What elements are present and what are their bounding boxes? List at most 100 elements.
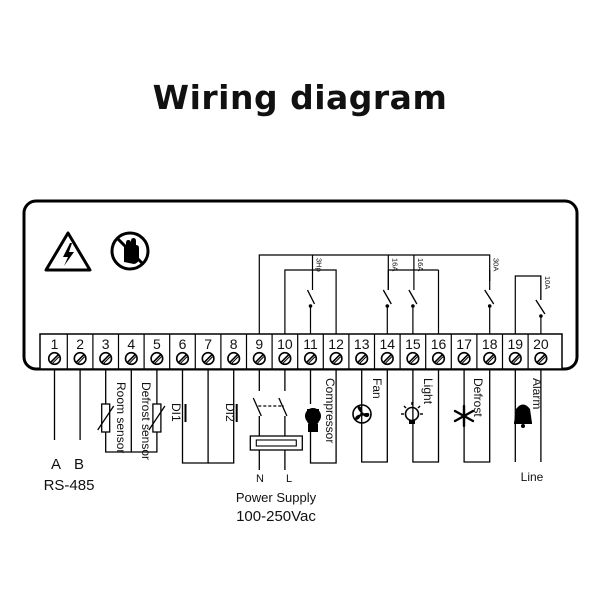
electric-hazard-icon [44,231,92,272]
alarm-label: Alarm [530,378,544,409]
di2-label: DI2 [223,403,237,422]
screw-slot [435,356,444,365]
terminal-12: 12 [322,334,344,369]
terminal-number: 19 [508,336,524,352]
terminal-11: 11 [297,334,318,369]
screw-slot [382,354,392,363]
relay-rating: 3Hp [315,258,324,272]
terminal-14: 14 [373,334,396,369]
common-bus [258,254,491,334]
terminal-number: 6 [179,336,187,352]
fan-icon [352,404,372,424]
screw-slot [204,356,214,365]
relay-rating: 16A [390,258,399,271]
terminal-number: 15 [405,336,421,352]
screw-slot [76,356,86,365]
terminal-19: 19 [501,334,524,369]
terminal-number: 8 [230,336,238,352]
screw-slot [536,354,546,363]
screw-slot [75,354,85,363]
power-voltage-label: 100-250Vac [236,508,316,525]
thermistor-slash [97,405,115,431]
screw-slot [203,354,213,363]
screw-slot [357,354,367,363]
compressor-icon [305,408,321,432]
contact-arm [306,289,316,305]
no-touch-icon [110,231,150,271]
compressor-label: Compressor [323,378,337,443]
di2-loop [208,369,235,464]
power-switch-arm [278,397,288,417]
bell-icon [514,404,532,428]
power-l-label: L [286,473,292,485]
relay-rating: 16A [416,258,425,271]
contact-arm [535,299,546,315]
compressor-wire [309,369,337,464]
terminal-4: 4 [117,334,138,369]
relay-contact-4: 30A [484,258,501,334]
terminal-number: 16 [431,336,447,352]
screw-slot [101,354,111,363]
screw-slot [486,356,495,365]
relay-rating: 10A [543,276,552,289]
terminal-number: 14 [380,336,396,352]
contact-arm [408,289,418,305]
terminal-5: 5 [143,334,164,369]
screw-slot [254,354,264,363]
screw-slot [537,356,546,365]
screw-slot [459,354,469,363]
page-title: Wiring diagram [152,78,448,117]
defrost-sensor-loop [131,369,158,453]
terminal-number: 3 [102,336,110,352]
power-supply-label: Power Supply [236,490,317,505]
terminal-number: 4 [127,336,135,352]
terminal-number: 1 [51,336,59,352]
di1-loop [181,369,209,464]
alarm-relay-common [514,275,542,334]
screw-slot [510,354,520,363]
terminal-17: 17 [450,334,472,369]
screw-slot [51,356,60,365]
screw-slot [152,354,162,363]
terminal-number: 5 [153,336,161,352]
thermistor-slash [148,405,166,431]
terminal-number: 13 [354,336,370,352]
terminal-number: 2 [76,336,84,352]
screw-slot [50,354,59,363]
terminal-2: 2 [66,334,87,369]
screw-slot [408,354,418,363]
terminal-16: 16 [425,334,447,369]
external-wiring [53,369,542,470]
terminal-number: 7 [204,336,212,352]
room-sensor-label: Room sensor [114,382,128,453]
terminal-6: 6 [169,334,190,369]
terminal-number: 10 [277,336,293,352]
power-n-label: N [256,473,264,485]
screw-slot [126,354,136,363]
power-fuse [255,439,297,447]
relay-contact-2: 16A [382,258,399,334]
terminal-9: 9 [245,334,266,369]
di1-label: DI1 [169,403,183,422]
screw-slot [153,356,162,365]
screw-slot [358,356,367,365]
relay-contacts: 3Hp 16A 16A 30A 10A [258,254,552,334]
relay-rating: 30A [492,258,501,271]
screw-slot [307,356,316,365]
relay-common-compressor [284,269,337,334]
screw-slot [512,356,521,365]
rs485-b-label: B [74,456,84,473]
line-label: Line [521,470,544,484]
rs485-a-label: A [51,456,61,473]
screw-slot [384,356,393,365]
screw-slot [179,356,188,365]
terminal-13: 13 [348,334,370,369]
screw-slot [102,356,111,365]
terminal-number: 20 [533,336,549,352]
terminal-number: 9 [255,336,263,352]
contact-arm [484,289,495,305]
screw-slot [128,356,137,365]
terminal-8: 8 [220,334,241,369]
power-switch-arm [252,397,262,417]
screw-slot [178,354,187,363]
